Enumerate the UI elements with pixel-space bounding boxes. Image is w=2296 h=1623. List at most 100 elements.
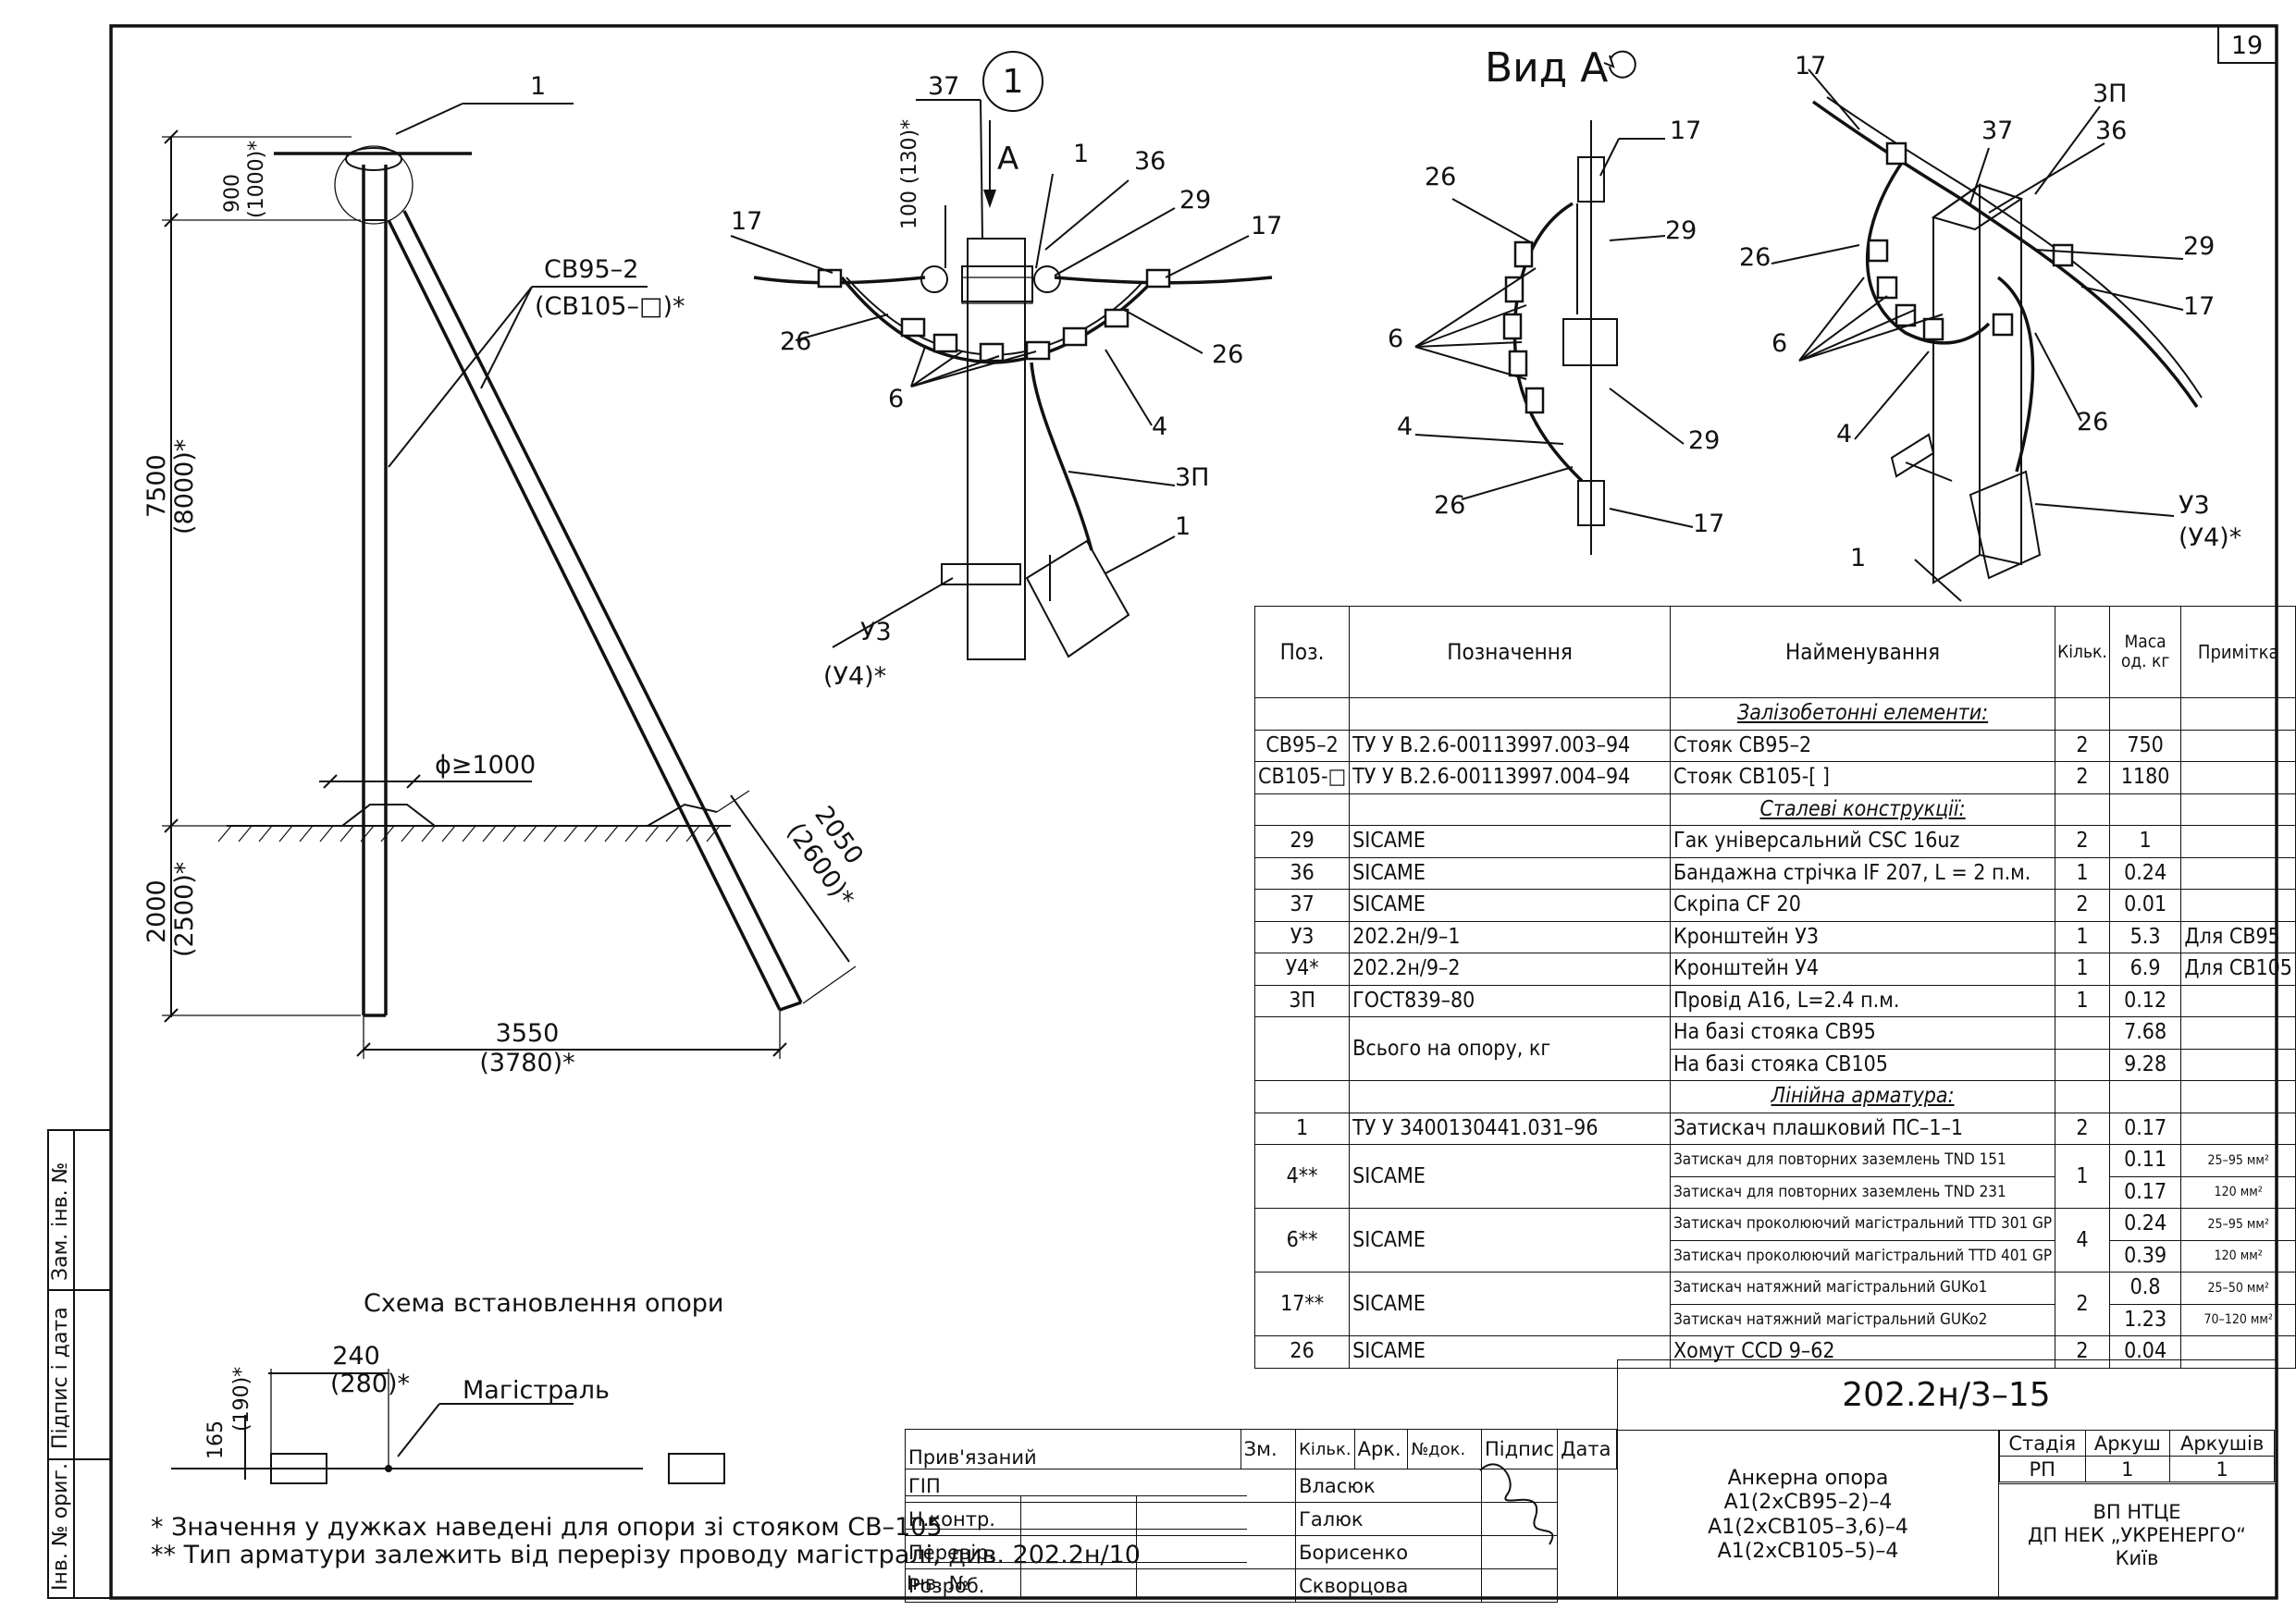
ground-hatch (339, 825, 354, 842)
spec-cell: 1 (2055, 1144, 2110, 1209)
view-a: Вид А 17 26 29 6 4 26 29 17 (1388, 44, 1724, 555)
spec-cell: 2 (2055, 1272, 2110, 1336)
spec-cell: 120 мм² (2180, 1175, 2296, 1209)
viewa-callout-29a: 29 (1665, 216, 1697, 245)
col-zm: Зм. (1240, 1429, 1297, 1469)
role-person: Скворцова (1295, 1568, 1482, 1603)
col-ark: Арк. (1353, 1429, 1409, 1469)
spec-cell: 202.2н/9–1 (1349, 920, 1671, 953)
drawing-name-line: А1(2хСВ105–5)–4 (1717, 1540, 1899, 1564)
drawing-code: 202.2н/3–15 (1618, 1360, 2275, 1431)
viewa-callout-17b: 17 (1693, 510, 1724, 538)
spec-total-sv95-value: 7.68 (2108, 1016, 2182, 1050)
spec-cell: 1 (2055, 953, 2110, 986)
spec-cell: 1 (2055, 856, 2110, 890)
spec-cell: 0.24 (2108, 856, 2182, 890)
spec-cell: 17** (1253, 1272, 1351, 1336)
iso-callout-u4: (У4)* (2179, 523, 2241, 552)
spec-cell: ГОСТ839–80 (1349, 984, 1671, 1017)
iso-callout-17b: 17 (2183, 292, 2215, 321)
spec-cell: Затискач натяжний магістральний GUKo2 (1669, 1303, 2056, 1336)
clamp-icon (1145, 268, 1171, 289)
spec-cell: 37 (1253, 889, 1351, 922)
pole-callout-1: 1 (530, 72, 546, 101)
role-date (1480, 1535, 1559, 1569)
spec-cell: 0.39 (2108, 1239, 2182, 1273)
drawing-name-line: А1(2хСВ105–3,6)–4 (1708, 1515, 1908, 1539)
spec-cell: 1180 (2108, 761, 2182, 794)
node1-callout-29: 29 (1179, 186, 1211, 215)
spec-cell: 2 (2055, 825, 2110, 858)
role-title: Перевір. (904, 1535, 1297, 1569)
spec-cell: 0.11 (2108, 1144, 2182, 1177)
scheme-title: Схема встановлення опори (364, 1289, 723, 1318)
spec-cell: ТУ У В.2.6-00113997.004–94 (1349, 761, 1671, 794)
spec-total-label: Всього на опору, кг (1349, 1016, 1671, 1081)
spec-header-note: Примітка (2180, 606, 2296, 698)
spec-cell: 1 (2108, 825, 2182, 858)
spec-cell: 25–95 мм² (2180, 1208, 2296, 1241)
spec-section-concrete: Залізобетонні елементи: (1669, 697, 2056, 731)
spec-cell: СВ105-□ (1253, 761, 1351, 794)
iso-callout-26: 26 (1739, 243, 1771, 272)
scheme-magistral: Магістраль (463, 1376, 610, 1405)
spec-cell (2180, 984, 2296, 1017)
spec-total-sv95-label: На базі стояка СВ95 (1669, 1016, 2056, 1050)
spec-header-qty: Кільк. (2055, 606, 2110, 698)
role-title: ГІП (904, 1469, 1297, 1503)
org-line: Київ (2115, 1547, 2159, 1570)
node1-callout-26b: 26 (1212, 340, 1243, 369)
stamp-replace-inv: Зам. інв. № (49, 1162, 72, 1282)
table-row: Затискач для повторних заземлень TND 231… (1255, 1175, 2296, 1209)
clamp-icon (2052, 243, 2074, 267)
node1-callout-u4: (У4)* (823, 662, 886, 691)
spec-cell: Для СВ95 (2180, 920, 2296, 953)
org-line: ВП НТЦЕ (2092, 1501, 2181, 1523)
viewa-callout-17a: 17 (1670, 117, 1701, 145)
spec-cell: 29 (1253, 825, 1351, 858)
clamp-icon (1104, 308, 1129, 328)
iso-callout-29: 29 (2183, 232, 2215, 261)
col-kilk: Кільк. (1295, 1429, 1355, 1469)
scheme-dim-240: 240 (332, 1342, 380, 1371)
org-line: ДП НЕК „УКРЕНЕРГО“ (2028, 1524, 2246, 1547)
spec-cell: 1 (2055, 984, 2110, 1017)
col-doc: №док. (1407, 1429, 1482, 1469)
spec-cell: SICAME (1349, 825, 1671, 858)
spec-cell: 26 (1253, 1335, 1351, 1369)
spec-cell: Затискач проколюючий магістральний TTD 4… (1669, 1239, 2056, 1273)
role-title: Н.контр. (904, 1502, 1297, 1536)
spec-cell: Гак універсальний CSC 16uz (1669, 825, 2056, 858)
spec-cell: SICAME (1349, 1144, 1671, 1209)
spec-cell: 0.12 (2108, 984, 2182, 1017)
ground-hatch (462, 825, 476, 842)
spec-cell: 4** (1253, 1144, 1351, 1209)
clamp-icon (1504, 276, 1524, 303)
ground-hatch (502, 825, 517, 842)
ground-hatch (299, 825, 314, 842)
note-1: * Значення у дужках наведені для опори з… (151, 1513, 943, 1542)
spec-cell: Кронштейн У4 (1669, 953, 2056, 986)
clamp-icon (817, 268, 843, 289)
node1-callout-6: 6 (888, 385, 904, 413)
spec-cell: Бандажна стрічка IF 207, L = 2 п.м. (1669, 856, 2056, 890)
ground-hatch (238, 825, 253, 842)
scheme-dim-280: (280)* (330, 1370, 410, 1398)
spec-cell (2180, 889, 2296, 922)
role-date (1480, 1469, 1559, 1503)
spec-cell: Стояк СВ95–2 (1669, 729, 2056, 762)
spec-header-name: Найменування (1669, 606, 2056, 698)
spec-cell: ТУ У В.2.6-00113997.003–94 (1349, 729, 1671, 762)
clamp-icon (1885, 141, 1907, 166)
spec-cell: Затискач проколюючий магістральний TTD 3… (1669, 1208, 2056, 1241)
spec-cell: 2 (2055, 1112, 2110, 1145)
spec-cell: Стояк СВ105-[ ] (1669, 761, 2056, 794)
node1-callout-26a: 26 (780, 327, 811, 356)
spec-cell: 3П (1253, 984, 1351, 1017)
ground-hatch (604, 825, 619, 842)
node-1-label: 1 (1003, 63, 1024, 101)
